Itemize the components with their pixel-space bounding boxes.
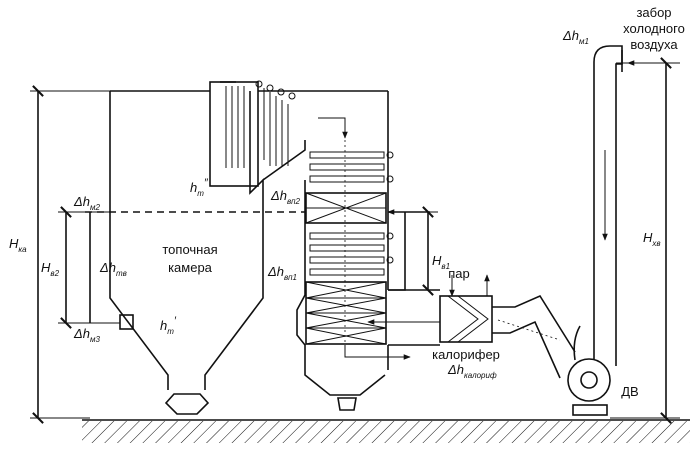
- superheater-tubes: [209, 80, 306, 187]
- heater: [439, 274, 493, 343]
- symbol-h-ka: Hка: [9, 236, 27, 254]
- economizer-coils: [309, 151, 394, 276]
- symbol-h-v2: Hв2: [41, 260, 60, 278]
- symbol-h-t-top: hт″: [190, 177, 209, 198]
- symbol-dh-m3: Δhм3: [73, 326, 100, 344]
- intake-label-2: холодного: [623, 21, 685, 36]
- heater-label: калорифер: [432, 347, 500, 362]
- symbol-dh-m2: Δhм2: [73, 194, 100, 212]
- symbol-h-v1: Hв1: [432, 253, 450, 271]
- symbol-h-t-low: hт′: [160, 315, 177, 336]
- symbol-labels: Hка Hв2 Hв1 Hхв Δhм1 Δhм2 Δhм3 Δhтв Δhвп…: [9, 28, 661, 380]
- steam-label: пар: [448, 266, 470, 281]
- symbol-dh-vp2: Δhвп2: [270, 188, 301, 206]
- intake-label-1: забор: [636, 5, 671, 20]
- dimension-lines: [30, 57, 680, 424]
- air-heater-stage-1: [305, 281, 387, 345]
- furnace-label-1: топочная: [162, 242, 217, 257]
- symbol-dh-vp1: Δhвп1: [267, 264, 297, 282]
- ground: [82, 419, 690, 443]
- furnace-label-2: камера: [168, 260, 213, 275]
- fan-dv: [567, 45, 672, 416]
- intake-label-3: воздуха: [630, 37, 678, 52]
- air-heater-stage-2: [305, 192, 387, 224]
- fan-label: ДВ: [621, 384, 638, 399]
- symbol-dh-tv: Δhтв: [99, 260, 127, 278]
- text-labels: забор холодного воздуха топочная камера …: [162, 5, 684, 399]
- convective-shaft: [296, 91, 411, 411]
- symbol-dh-m1: Δhм1: [562, 28, 589, 46]
- symbol-dh-heater: Δhкалориф: [447, 362, 497, 380]
- symbol-h-hv: Hхв: [643, 230, 661, 248]
- furnace-chamber: [109, 90, 388, 415]
